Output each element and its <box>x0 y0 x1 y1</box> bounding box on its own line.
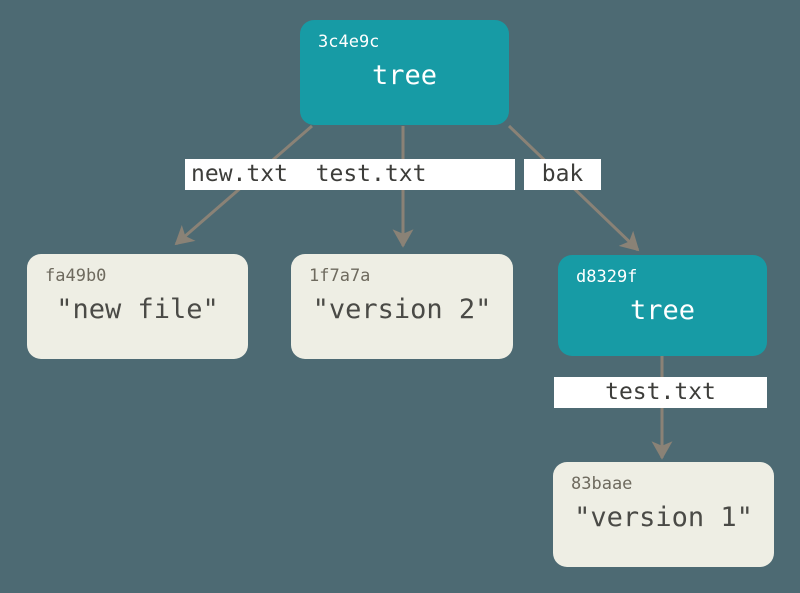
node-hash: 3c4e9c <box>318 32 380 52</box>
node-hash: 1f7a7a <box>309 266 371 286</box>
node-hash: fa49b0 <box>45 266 107 286</box>
edge-label-sub-test-txt: test.txt <box>554 377 767 408</box>
node-tree-3c4e9c[interactable]: 3c4e9c tree <box>300 20 509 125</box>
edge-label-new-txt: new.txt <box>191 161 288 187</box>
node-blob-83baae[interactable]: 83baae "version 1" <box>553 462 774 567</box>
node-title: "version 2" <box>312 294 492 325</box>
node-title: tree <box>371 60 438 91</box>
edge-label-gap <box>288 159 316 190</box>
edge-label-bak-text: bak <box>541 161 584 187</box>
node-tree-d8329f[interactable]: d8329f tree <box>558 255 767 356</box>
node-title: "version 1" <box>574 502 753 533</box>
node-title: tree <box>629 295 696 326</box>
edge-label-test-txt: test.txt <box>315 161 427 187</box>
node-hash: d8329f <box>576 267 638 287</box>
edge-label-bak: bak <box>524 159 601 190</box>
edge-label-sub-test-txt-text: test.txt <box>605 379 716 405</box>
node-blob-1f7a7a[interactable]: 1f7a7a "version 2" <box>291 254 513 359</box>
node-hash: 83baae <box>571 474 633 494</box>
edge-label-new-txt-test-txt: new.txt test.txt <box>185 159 515 190</box>
node-blob-fa49b0[interactable]: fa49b0 "new file" <box>27 254 248 359</box>
node-title: "new file" <box>56 294 219 325</box>
